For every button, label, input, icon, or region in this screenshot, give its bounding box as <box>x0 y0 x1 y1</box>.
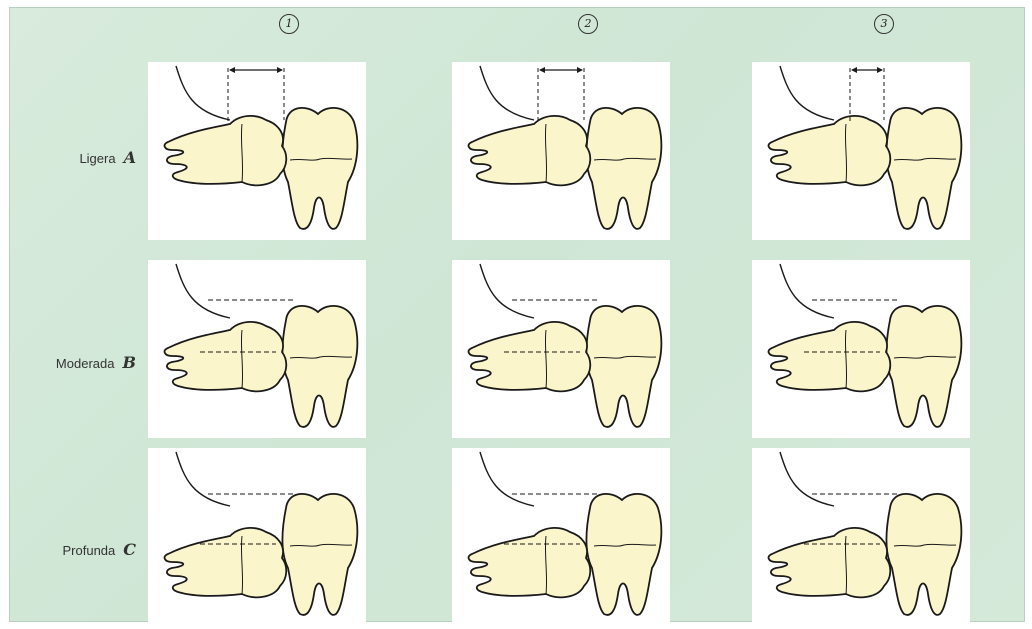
column-number-3: 3 <box>874 14 894 34</box>
third-molar-body <box>165 528 287 597</box>
third-molar-body <box>769 528 891 597</box>
row-label-a-text: Ligera <box>79 151 115 166</box>
ramus-curve <box>780 452 834 506</box>
panel-b2 <box>452 260 670 438</box>
ramus-curve <box>780 66 834 120</box>
column-number-1: 1 <box>279 14 299 34</box>
column-number-2: 2 <box>578 14 598 34</box>
row-letter-c: C <box>123 540 136 559</box>
molar-illustration <box>752 62 970 240</box>
third-molar-body <box>469 528 591 597</box>
third-molar <box>469 322 591 391</box>
arrow-right-head <box>277 67 283 73</box>
second-molar <box>283 306 358 427</box>
second-molar <box>587 108 662 229</box>
third-molar-body <box>469 116 591 185</box>
molar-illustration <box>452 448 670 626</box>
row-label-c-text: Profunda <box>63 543 116 558</box>
ramus-curve <box>176 452 230 506</box>
second-molar <box>283 108 358 229</box>
second-molar <box>887 306 962 427</box>
panel-b1 <box>148 260 366 438</box>
third-molar <box>165 528 287 597</box>
ramus-curve <box>780 264 834 318</box>
molar-illustration <box>452 260 670 438</box>
third-molar-body <box>165 116 287 185</box>
third-molar-body <box>769 116 891 185</box>
ramus-curve <box>480 66 534 120</box>
arrow-left-head <box>539 67 545 73</box>
row-label-c: Profunda C <box>4 540 136 559</box>
arrow-left-head <box>229 67 235 73</box>
second-molar <box>887 494 962 615</box>
molar-illustration <box>148 260 366 438</box>
second-molar <box>887 108 962 229</box>
molar-illustration <box>752 260 970 438</box>
second-molar <box>283 494 358 615</box>
arrow-right-head <box>577 67 583 73</box>
third-molar-body <box>165 322 287 391</box>
row-label-b-text: Moderada <box>56 356 115 371</box>
molar-illustration <box>148 448 366 626</box>
panel-a1 <box>148 62 366 240</box>
third-molar <box>165 322 287 391</box>
third-molar <box>769 322 891 391</box>
panel-b3 <box>752 260 970 438</box>
arrow-left-head <box>851 67 857 73</box>
row-letter-a: A <box>124 148 136 167</box>
panel-c1 <box>148 448 366 626</box>
panel-a2 <box>452 62 670 240</box>
row-label-a: Ligera A <box>4 148 136 167</box>
molar-illustration <box>452 62 670 240</box>
row-letter-b: B <box>122 353 136 372</box>
molar-illustration <box>148 62 366 240</box>
row-label-b: Moderada B <box>4 353 136 372</box>
second-molar <box>587 494 662 615</box>
third-molar-body <box>469 322 591 391</box>
ramus-curve <box>480 452 534 506</box>
third-molar-body <box>769 322 891 391</box>
ramus-curve <box>176 66 230 120</box>
third-molar <box>469 116 591 185</box>
ramus-curve <box>480 264 534 318</box>
third-molar <box>165 116 287 185</box>
molar-illustration <box>752 448 970 626</box>
third-molar <box>469 528 591 597</box>
panel-c3 <box>752 448 970 626</box>
third-molar <box>769 116 891 185</box>
arrow-right-head <box>877 67 883 73</box>
panel-c2 <box>452 448 670 626</box>
panel-a3 <box>752 62 970 240</box>
second-molar <box>587 306 662 427</box>
ramus-curve <box>176 264 230 318</box>
third-molar <box>769 528 891 597</box>
